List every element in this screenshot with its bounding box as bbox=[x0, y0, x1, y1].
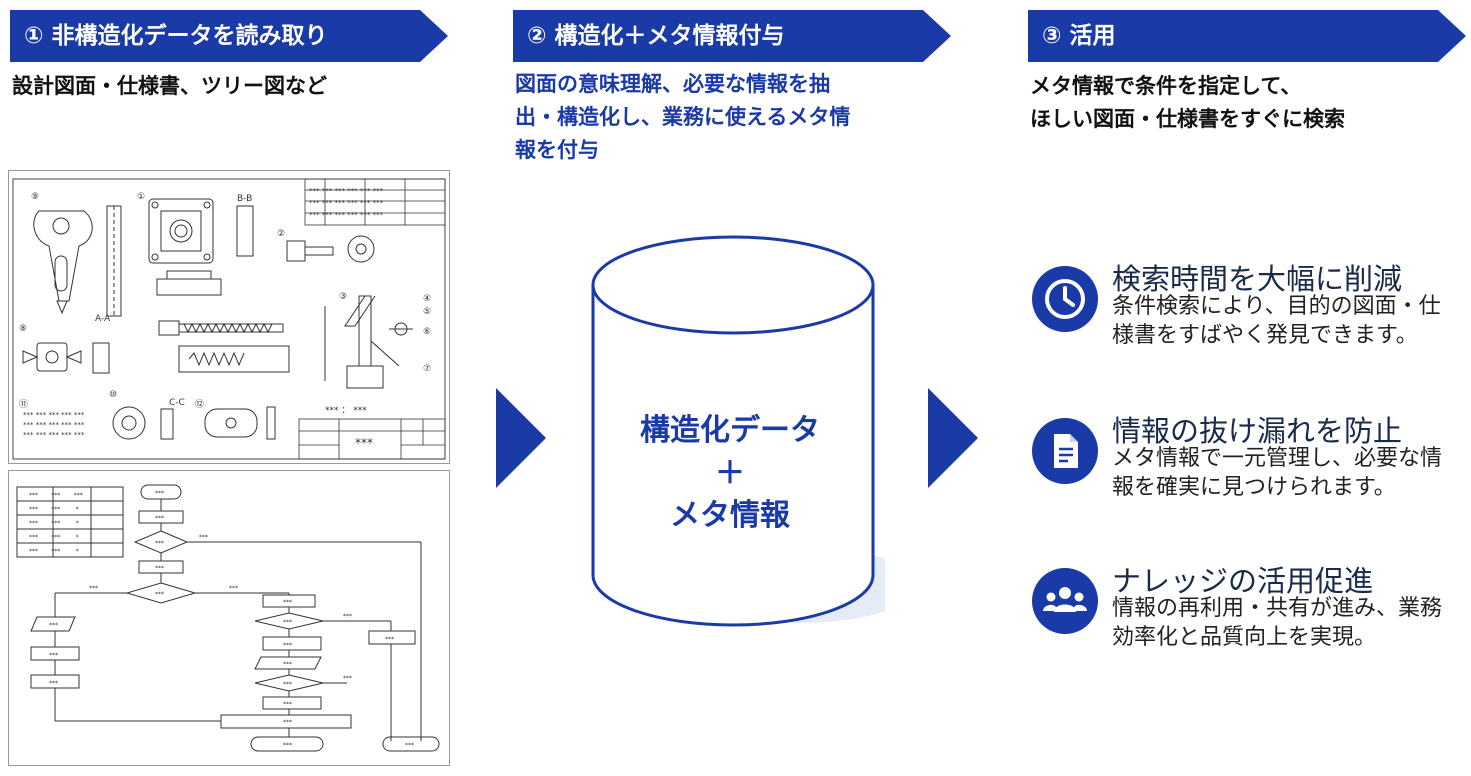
flow-node-text: *** bbox=[155, 490, 164, 497]
flow-node-text: *** bbox=[283, 599, 292, 606]
step-1-title: ① 非構造化データを読み取り bbox=[24, 23, 328, 49]
step-2-desc-line-1: 図面の意味理解、必要な情報を抽 bbox=[515, 72, 830, 96]
title-block-label: *** ： *** bbox=[325, 406, 367, 416]
flow-edge-label: *** bbox=[89, 585, 98, 592]
people-icon bbox=[1032, 568, 1098, 634]
flow-node-text: *** bbox=[49, 652, 58, 659]
drawing-number-4: ④ bbox=[423, 294, 431, 304]
title-block-main: *** bbox=[355, 436, 373, 450]
benefit-desc: 情報の再利用・共有が進み、業務効率化と品質向上を実現。 bbox=[1112, 596, 1443, 650]
flow-node-text: *** bbox=[385, 636, 394, 643]
step-3-desc-line-1: メタ情報で条件を指定して、 bbox=[1030, 74, 1302, 98]
drawing-number-6: ⑥ bbox=[423, 327, 431, 337]
step-1-header: ① 非構造化データを読み取り bbox=[10, 10, 450, 62]
flow-node-text: *** bbox=[283, 642, 292, 649]
flow-edge-label: *** bbox=[343, 613, 352, 620]
engineering-drawing-image: ⑨ ① ② ③ ④ ⑤ ⑥ ⑦ ⑧ ⑩ ⑪ ⑫ A-A B-B C-C *** … bbox=[8, 170, 450, 464]
flow-node-text: *** bbox=[405, 742, 414, 749]
benefit-title: 情報の抜け漏れを防止 bbox=[1112, 414, 1403, 448]
flow-table-cell: *** *** * bbox=[29, 548, 79, 555]
spec-row-1: *** *** *** *** *** bbox=[23, 411, 85, 419]
step-3-desc: メタ情報で条件を指定して、 ほしい図面・仕様書をすぐに検索 bbox=[1030, 70, 1345, 136]
flow-arrow-1 bbox=[496, 388, 546, 488]
clock-icon bbox=[1032, 266, 1098, 332]
step-2-header: ② 構造化＋メタ情報付与 bbox=[513, 10, 953, 62]
flow-node-text: *** bbox=[283, 661, 292, 668]
benefit-title: 検索時間を大幅に削減 bbox=[1112, 262, 1403, 296]
drawing-number-10: ⑩ bbox=[109, 390, 117, 400]
drawing-number-1: ① bbox=[137, 192, 145, 202]
table-row-2: *** *** *** *** *** *** bbox=[309, 199, 384, 207]
flow-table-cell: *** *** * bbox=[29, 520, 79, 527]
step-2-title: ② 構造化＋メタ情報付与 bbox=[527, 23, 785, 49]
section-label-cc: C-C bbox=[169, 398, 185, 408]
flow-table-cell: *** *** *** bbox=[29, 492, 83, 499]
drawing-number-11: ⑪ bbox=[19, 399, 28, 410]
flow-node-text: *** bbox=[283, 742, 292, 749]
database-line-1: 構造化データ bbox=[640, 413, 820, 448]
drawing-number-12: ⑫ bbox=[195, 399, 204, 410]
flow-node-text: *** bbox=[155, 565, 164, 572]
flow-node-text: *** bbox=[283, 681, 292, 688]
flow-node-text: *** bbox=[155, 515, 164, 522]
benefit-desc: メタ情報で一元管理し、必要な情報を確実に見つけられます。 bbox=[1112, 446, 1443, 500]
table-row-3: *** *** *** *** *** *** bbox=[309, 211, 384, 219]
step-2-desc: 図面の意味理解、必要な情報を抽 出・構造化し、業務に使えるメタ情 報を付与 bbox=[515, 68, 850, 167]
flow-node-text: *** bbox=[155, 591, 164, 598]
flow-node-text: *** bbox=[155, 540, 164, 547]
step-3-title: ③ 活用 bbox=[1042, 23, 1116, 49]
step-1-desc: 設計図面・仕様書、ツリー図など bbox=[12, 74, 327, 98]
flowchart-svg: *** *** *** *** *** * *** *** * *** *** … bbox=[16, 484, 440, 752]
table-row-1: *** *** *** *** *** *** bbox=[309, 187, 384, 195]
step-2-desc-line-3: 報を付与 bbox=[515, 138, 599, 162]
drawing-number-9: ⑨ bbox=[31, 192, 39, 202]
database-cylinder-icon bbox=[591, 235, 885, 627]
step-2-banner bbox=[513, 10, 951, 62]
drawing-number-3: ③ bbox=[339, 292, 347, 302]
flow-arrow-2 bbox=[928, 388, 978, 488]
drawing-number-2: ② bbox=[277, 229, 285, 239]
database-line-3: メタ情報 bbox=[670, 498, 790, 533]
document-icon bbox=[1032, 418, 1098, 484]
step-3-banner bbox=[1028, 10, 1466, 62]
drawing-number-7: ⑦ bbox=[423, 364, 431, 374]
engineering-drawing-svg: ⑨ ① ② ③ ④ ⑤ ⑥ ⑦ ⑧ ⑩ ⑪ ⑫ A-A B-B C-C *** … bbox=[12, 178, 446, 460]
flow-node-text: *** bbox=[283, 719, 292, 726]
step-1-banner bbox=[10, 10, 448, 62]
flow-edge-label: *** bbox=[343, 675, 352, 682]
flow-node-text: *** bbox=[49, 680, 58, 687]
benefit-title: ナレッジの活用促進 bbox=[1112, 564, 1374, 598]
section-label-bb: B-B bbox=[237, 194, 252, 204]
database-line-2: ＋ bbox=[715, 456, 745, 491]
flow-table-cell: *** *** * bbox=[29, 506, 79, 513]
flow-edge-label: *** bbox=[229, 585, 238, 592]
flow-table-cell: *** *** * bbox=[29, 534, 79, 541]
flow-edge-label: *** bbox=[199, 534, 208, 541]
drawing-number-8: ⑧ bbox=[19, 324, 27, 334]
drawing-number-5: ⑤ bbox=[423, 307, 431, 317]
flowchart-image: *** *** *** *** *** * *** *** * *** *** … bbox=[8, 470, 450, 766]
flow-node-text: *** bbox=[283, 619, 292, 626]
benefit-desc: 条件検索により、目的の図面・仕様書をすばやく発見できます。 bbox=[1112, 294, 1441, 348]
step-2-desc-line-2: 出・構造化し、業務に使えるメタ情 bbox=[515, 105, 851, 129]
spec-row-3: *** *** *** *** *** bbox=[23, 431, 85, 439]
section-label-aa: A-A bbox=[95, 314, 111, 324]
step-3-desc-line-2: ほしい図面・仕様書をすぐに検索 bbox=[1030, 107, 1345, 131]
flow-node-text: *** bbox=[49, 622, 58, 629]
flow-node-text: *** bbox=[283, 701, 292, 708]
spec-row-2: *** *** *** *** *** bbox=[23, 421, 85, 429]
step-3-header: ③ 活用 bbox=[1028, 10, 1468, 62]
